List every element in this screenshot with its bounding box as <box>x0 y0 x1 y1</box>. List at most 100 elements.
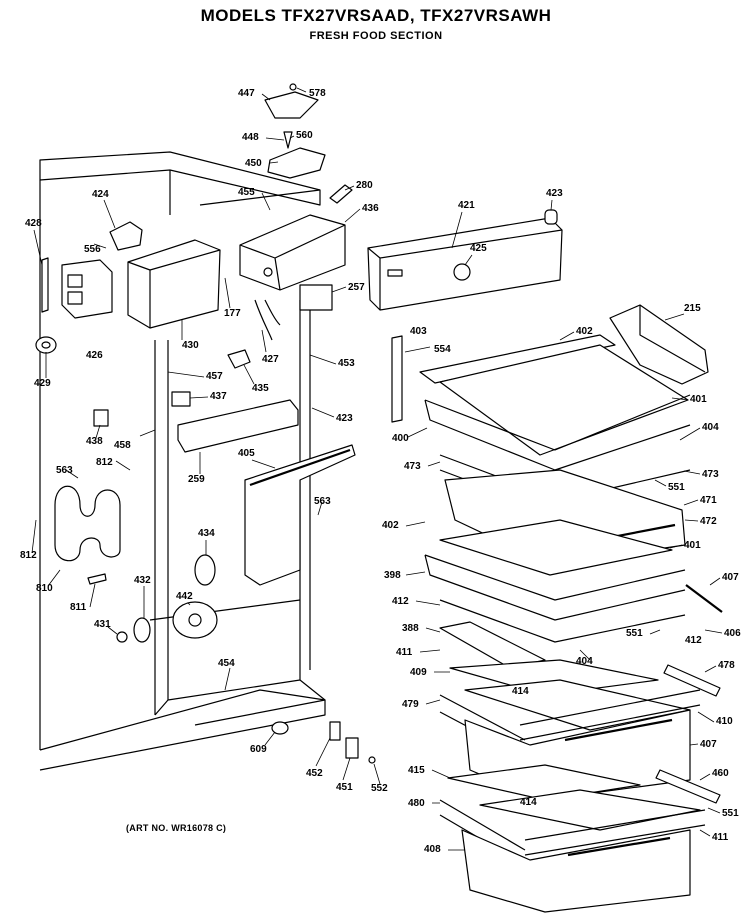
part-280 <box>329 184 353 204</box>
callout-398: 398 <box>384 570 401 581</box>
hinge-452 <box>329 721 341 741</box>
callout-415: 415 <box>408 765 425 776</box>
rail-407 <box>685 584 723 613</box>
callout-811: 811 <box>70 602 87 613</box>
callout-473b: 473 <box>702 469 719 480</box>
callout-578: 578 <box>309 88 326 99</box>
heater-810 <box>54 485 121 562</box>
callout-405: 405 <box>238 448 255 459</box>
callout-402: 402 <box>576 326 593 337</box>
callout-551c: 551 <box>722 808 739 819</box>
damper-257 <box>299 284 333 311</box>
callout-812: 812 <box>96 457 113 468</box>
callout-400: 400 <box>392 433 409 444</box>
callout-280: 280 <box>356 180 373 191</box>
shelf-frame-398 <box>424 554 686 621</box>
clip-811 <box>87 573 107 585</box>
callout-452: 452 <box>306 768 323 779</box>
callout-451: 451 <box>336 782 353 793</box>
callout-448: 448 <box>242 132 259 143</box>
callout-411: 411 <box>396 647 413 658</box>
callout-478: 478 <box>718 660 735 671</box>
bracket-450 <box>267 147 326 179</box>
screw-552 <box>368 756 376 764</box>
grommet-434 <box>194 554 216 586</box>
switch-435 <box>227 349 251 369</box>
callout-434: 434 <box>198 528 215 539</box>
callout-401: 401 <box>690 394 707 405</box>
callout-401b: 401 <box>684 540 701 551</box>
frame-411 <box>524 809 706 856</box>
callout-473: 473 <box>404 461 421 472</box>
callout-432: 432 <box>134 575 151 586</box>
callout-471: 471 <box>700 495 717 506</box>
callout-455: 455 <box>238 187 255 198</box>
callout-412: 412 <box>392 596 409 607</box>
fan-429 <box>35 336 57 354</box>
callout-402b: 402 <box>382 520 399 531</box>
callout-388: 388 <box>402 623 419 634</box>
fan-motor-442 <box>172 601 218 639</box>
duct-cover-405 <box>244 444 356 586</box>
rail-460 <box>655 769 721 804</box>
cover-414b <box>479 789 701 831</box>
callout-551b: 551 <box>626 628 643 639</box>
light-socket-424 <box>109 221 143 251</box>
switch-437 <box>171 391 191 407</box>
shelf-ladder-403 <box>391 335 403 423</box>
frame-410 <box>519 689 701 741</box>
callout-410: 410 <box>716 716 733 727</box>
shelf-388 <box>439 621 546 669</box>
callout-552: 552 <box>371 783 388 794</box>
art-number: (ART NO. WR16078 C) <box>126 823 227 833</box>
diagram-title: MODELS TFX27VRSAAD, TFX27VRSAWH <box>200 6 552 25</box>
callout-458: 458 <box>114 440 131 451</box>
light-bulb-423 <box>544 209 558 225</box>
callout-404b: 404 <box>576 656 593 667</box>
lamp-cover-447 <box>264 91 319 119</box>
wire-harness-427 <box>254 299 281 341</box>
callout-812b: 812 <box>20 550 37 561</box>
callout-424: 424 <box>92 189 109 200</box>
callout-435: 435 <box>252 383 269 394</box>
callout-427: 427 <box>262 354 279 365</box>
callout-412b: 412 <box>685 635 702 646</box>
callout-438: 438 <box>86 436 103 447</box>
callout-406: 406 <box>724 628 741 639</box>
diagram-subtitle: FRESH FOOD SECTION <box>309 30 443 42</box>
bin-215 <box>609 304 709 385</box>
rail-478 <box>663 664 721 697</box>
callout-442: 442 <box>176 591 193 602</box>
callout-409: 409 <box>410 667 427 678</box>
callout-257: 257 <box>348 282 365 293</box>
callout-411b: 411 <box>712 832 729 843</box>
callout-554: 554 <box>434 344 451 355</box>
callout-414b: 414 <box>520 797 537 808</box>
callout-453: 453 <box>338 358 355 369</box>
bearing-431 <box>116 631 128 643</box>
bracket-428 <box>41 257 49 313</box>
callout-431: 431 <box>94 619 111 630</box>
fan-blade-432 <box>133 617 151 643</box>
callout-472: 472 <box>700 516 717 527</box>
callout-407b: 407 <box>700 739 717 750</box>
callout-457: 457 <box>206 371 223 382</box>
callout-454: 454 <box>218 658 235 669</box>
shelf-412 <box>439 599 686 643</box>
duct-259 <box>177 399 299 453</box>
callout-480: 480 <box>408 798 425 809</box>
callout-551: 551 <box>668 482 685 493</box>
callout-429: 429 <box>34 378 51 389</box>
callout-425: 425 <box>470 243 487 254</box>
knob-425 <box>453 263 471 281</box>
callout-563: 563 <box>56 465 73 476</box>
callout-609: 609 <box>250 744 267 755</box>
part-438 <box>93 409 109 427</box>
callout-460: 460 <box>712 768 729 779</box>
shelf-frame-400 <box>424 394 691 471</box>
callouts: 447 578 448 560 450 280 455 436 424 426 … <box>20 87 741 855</box>
callout-436: 436 <box>362 203 379 214</box>
callout-215: 215 <box>684 303 701 314</box>
hinge-451 <box>345 737 359 759</box>
